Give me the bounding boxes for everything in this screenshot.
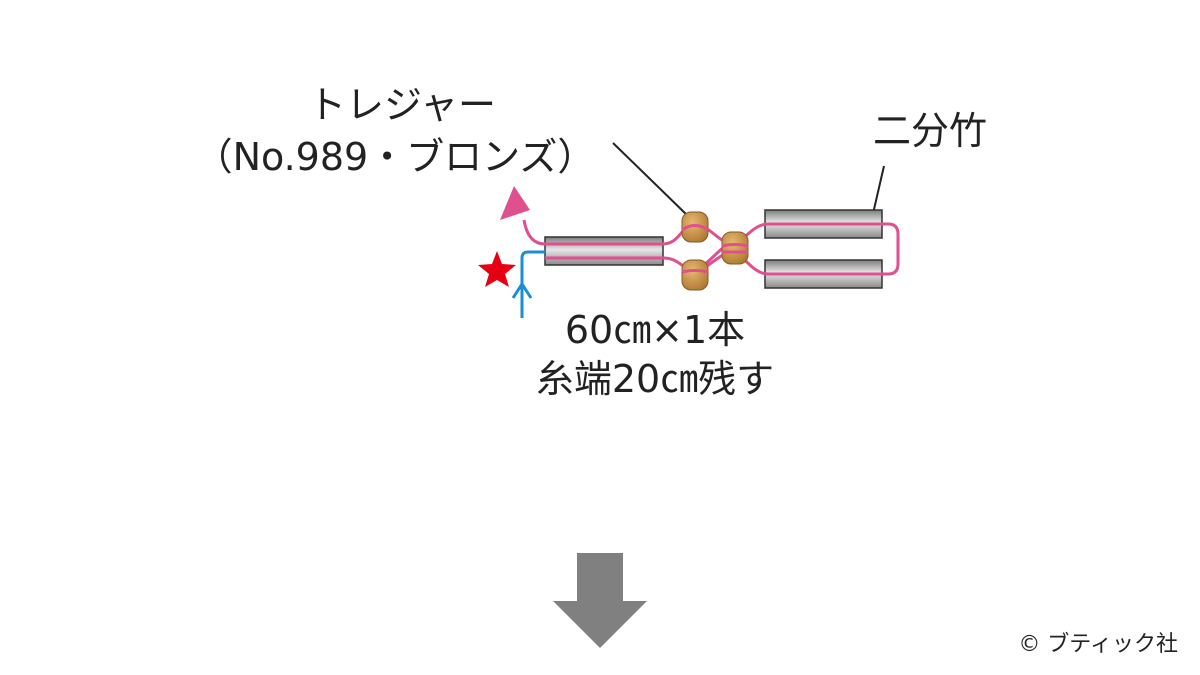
bamboo-label: 二分竹: [873, 109, 987, 153]
thread-pink-overlay: [681, 224, 749, 274]
copyright-notice: © ブティック社: [1018, 632, 1178, 657]
treasure-bead-center: [721, 231, 749, 265]
length-label-line2: 糸端20㎝残す: [536, 357, 774, 401]
bamboo-bead-left: [544, 236, 664, 266]
length-label-line1: 60㎝×1本: [565, 308, 745, 352]
treasure-leader-line: [612, 142, 689, 217]
treasure-label-line2: （No.989・ブロンズ）: [195, 135, 596, 179]
thread-end-blue: [520, 250, 545, 318]
thread-direction-arrow-icon: [500, 186, 530, 220]
treasure-bead-bottom: [681, 259, 709, 291]
star-icon: [478, 251, 516, 287]
treasure-label-line1: トレジャー: [308, 83, 496, 127]
up-arrow-icon: [511, 281, 533, 299]
down-arrow-icon: [553, 553, 647, 648]
